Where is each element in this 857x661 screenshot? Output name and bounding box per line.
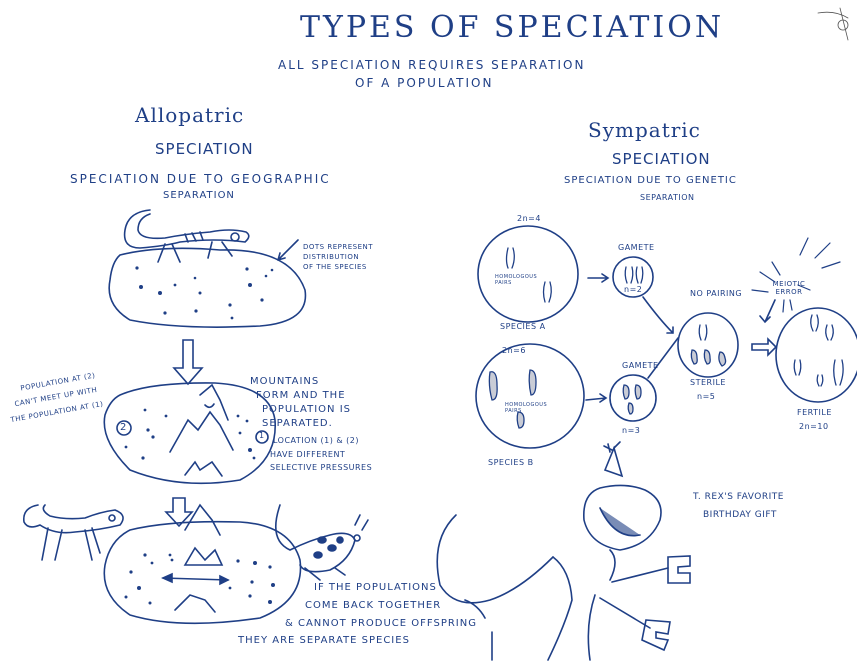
meiotic-error-arrow xyxy=(759,299,776,324)
arrow-gamete-a-to-hybrid xyxy=(642,296,674,334)
fertile-label: Fertile xyxy=(797,408,832,417)
population-blob-1 xyxy=(108,247,307,328)
pointer-line-to-trex xyxy=(464,599,493,661)
gamete-b-label: Gamete xyxy=(622,361,659,370)
spotted-lizard-icon xyxy=(274,504,369,581)
gamete-a-ploidy: n=2 xyxy=(624,285,643,294)
distribution-dots-3 xyxy=(124,553,275,605)
meiotic-error-label: Meiotic error xyxy=(772,280,806,296)
location-2-marker xyxy=(116,420,132,436)
allopatric-description: Speciation due to geographic xyxy=(70,172,331,186)
sterile-ploidy: n=5 xyxy=(697,392,716,401)
species-a-cell xyxy=(477,225,579,323)
location-1-marker xyxy=(255,430,269,444)
mountains-note-3: population is xyxy=(262,404,352,415)
species-b-cell xyxy=(475,343,585,449)
hybrid-cell xyxy=(677,312,739,378)
dots-note-2: distribution xyxy=(303,253,360,261)
arrow-b-to-gamete xyxy=(585,393,608,403)
population-blob-3 xyxy=(103,520,302,625)
distribution-dots-2 xyxy=(124,408,256,460)
mountains-note-6: have different xyxy=(270,450,346,459)
gamete-b-ploidy: n=3 xyxy=(622,426,641,435)
species-a-note: Homologous pairs xyxy=(495,274,538,286)
conclusion-2: come back together xyxy=(305,600,442,611)
arrow-a-to-gamete xyxy=(587,273,610,283)
fertile-cell xyxy=(775,307,857,403)
gamete-b-cell xyxy=(609,374,657,422)
down-arrow-2 xyxy=(164,497,194,528)
species-b-note: Homologous pairs xyxy=(505,402,548,414)
mountains-icon-3 xyxy=(174,503,224,613)
sympatric-description-2: separation xyxy=(640,193,695,202)
meiotic-error-rays xyxy=(751,237,841,313)
mountains-note-5: Location (1) & (2) xyxy=(273,436,359,445)
chromosomes-species-a xyxy=(505,247,552,303)
mountains-icon-2 xyxy=(169,383,234,477)
mountains-note-1: Mountains xyxy=(250,376,320,387)
dots-note-1: Dots represent xyxy=(303,243,374,251)
distribution-dots-1 xyxy=(135,266,274,320)
signature-mark xyxy=(817,7,849,41)
subtitle-line-2: of a population xyxy=(355,76,494,90)
down-arrow-1 xyxy=(172,339,204,386)
gamete-a-label: Gamete xyxy=(618,243,655,252)
trex-caption-1: T. Rex's favorite xyxy=(693,492,784,502)
species-a-ploidy: 2n=4 xyxy=(517,214,541,223)
chromosomes-species-b xyxy=(488,369,537,429)
allopatric-title: Allopatric xyxy=(135,103,245,127)
chromosomes-gamete-b xyxy=(622,384,642,415)
allopatric-description-2: separation xyxy=(163,190,235,201)
allopatric-subtitle: Speciation xyxy=(155,140,254,158)
chromosomes-fertile xyxy=(793,314,844,387)
subtitle-line-1: All speciation requires separation xyxy=(278,58,586,72)
species-a-label: Species A xyxy=(500,322,546,331)
no-pairing-note: No pairing xyxy=(690,289,743,298)
chromosomes-gamete-a xyxy=(624,266,644,284)
block-arrow-to-fertile xyxy=(751,337,778,357)
sympatric-subtitle: Speciation xyxy=(612,150,711,168)
location-1-label: 1 xyxy=(259,431,266,440)
conclusion-1: If the populations xyxy=(314,582,437,593)
lizard-icon-1 xyxy=(123,209,250,263)
chromosomes-hybrid xyxy=(690,324,727,367)
mountains-note-7: selective pressures xyxy=(270,463,373,472)
dots-note-3: of the species xyxy=(303,263,367,271)
species-b-label: Species B xyxy=(488,458,534,467)
location-2-label: 2 xyxy=(120,422,128,433)
sympatric-description: Speciation due to genetic xyxy=(564,175,737,186)
sterile-label: Sterile xyxy=(690,378,726,387)
page-title: Types of Speciation xyxy=(300,10,725,45)
gamete-a-cell xyxy=(612,256,654,298)
conclusion-3: & cannot produce offspring xyxy=(285,618,477,629)
mountains-note-4: separated. xyxy=(262,418,333,429)
trex-caption-2: birthday gift xyxy=(703,510,777,520)
conclusion-4: they are separate species xyxy=(238,635,410,646)
arrow-gamete-b-to-hybrid xyxy=(647,337,679,379)
mountains-note-2: form and the xyxy=(256,390,346,401)
pointer-arrow-dots xyxy=(277,239,299,261)
fertile-ploidy: 2n=10 xyxy=(799,422,829,431)
trex-icon xyxy=(436,441,691,661)
lizard-icon-left xyxy=(22,504,124,561)
species-b-ploidy: 2n=6 xyxy=(502,346,526,355)
sympatric-title: Sympatric xyxy=(588,118,701,142)
migration-arrow xyxy=(161,572,230,586)
population-blob-2 xyxy=(103,382,276,485)
